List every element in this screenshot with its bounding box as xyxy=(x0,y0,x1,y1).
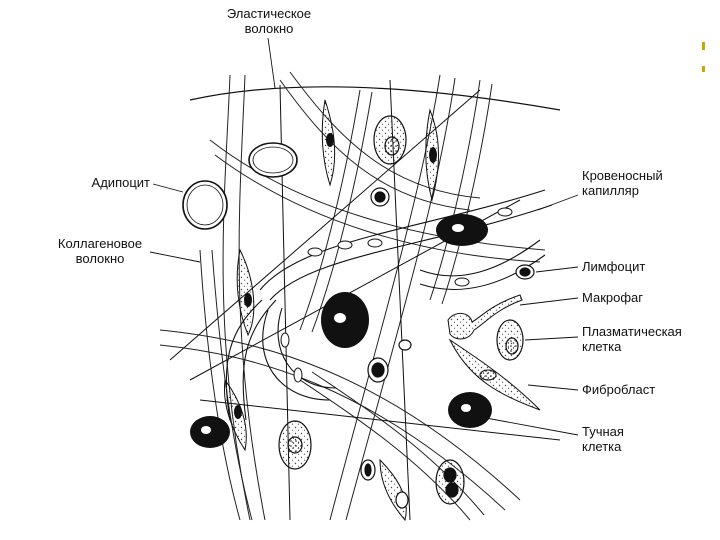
label-elastic-fiber-line2: волокно xyxy=(244,21,294,36)
label-blood-capillary-line2: капилляр xyxy=(582,183,639,198)
mast-cell xyxy=(435,459,465,505)
label-lymphocyte-line1: Лимфоцит xyxy=(582,259,646,274)
label-blood-capillary-line1: Кровеносный xyxy=(582,168,663,183)
elastic-fiber-line xyxy=(189,86,561,111)
lymphocyte-cells xyxy=(360,187,535,509)
label-plasma-cell-line1: Плазматическая xyxy=(582,324,682,339)
label-elastic-fiber-line1: Эластическое xyxy=(226,6,312,21)
label-blood-capillary: Кровеносный капилляр xyxy=(582,168,663,198)
label-collagen-fiber-line2: волокно xyxy=(75,251,125,266)
fibroblast-nuclei xyxy=(234,133,497,419)
label-collagen-fiber-line1: Коллагеновое xyxy=(57,236,143,251)
macrophage-cells xyxy=(190,214,523,448)
label-elastic-fiber: Эластическое волокно xyxy=(214,6,324,36)
label-plasma-cell: Плазматическая клетка xyxy=(582,324,682,354)
adipocytes xyxy=(182,142,298,230)
label-macrophage-line1: Макрофаг xyxy=(582,290,644,305)
label-mast-cell-line2: клетка xyxy=(582,439,622,454)
label-adipocyte-line1: Адипоцит xyxy=(91,175,150,190)
label-lymphocyte: Лимфоцит xyxy=(582,259,645,274)
label-mast-cell-line1: Тучная xyxy=(582,424,624,439)
label-plasma-cell-line2: клетка xyxy=(582,339,622,354)
label-adipocyte: Адипоцит xyxy=(50,175,150,190)
leader-lines xyxy=(149,37,579,436)
label-macrophage: Макрофаг xyxy=(582,290,643,305)
elastic-fibers-thin xyxy=(169,79,561,521)
plasma-cells xyxy=(278,115,524,470)
label-mast-cell: Тучная клетка xyxy=(582,424,624,454)
edge-marks xyxy=(702,42,705,72)
label-fibroblast-line1: Фибробласт xyxy=(582,382,656,397)
label-fibroblast: Фибробласт xyxy=(582,382,655,397)
label-collagen-fiber: Коллагеновое волокно xyxy=(40,236,160,266)
